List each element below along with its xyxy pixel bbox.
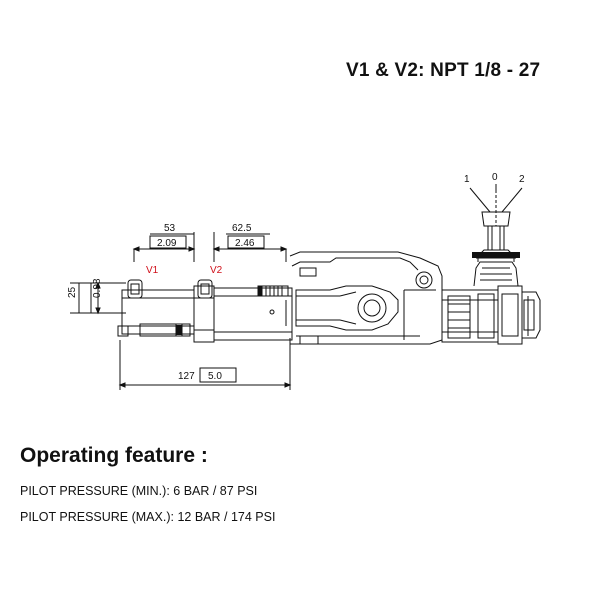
dim-2-46-label: 2.46 [235, 238, 255, 249]
pilot-pressure-max: PILOT PRESSURE (MAX.): 12 BAR / 174 PSI [20, 510, 276, 524]
dim-0-98-label: 0.98 [92, 278, 103, 298]
port-v2-label: V2 [210, 265, 223, 276]
end-cap-section [117, 279, 215, 343]
position-0-label: 0 [492, 172, 498, 183]
dim-25-label: 25 [67, 286, 78, 298]
dimension-25 [70, 281, 126, 315]
dimension-53 [132, 232, 196, 262]
operating-feature-heading: Operating feature : [20, 444, 208, 467]
port-v1-label: V1 [146, 265, 159, 276]
boot-band [472, 252, 520, 258]
dim-2-09-label: 2.09 [157, 238, 177, 249]
dim-127-label: 127 [178, 371, 195, 382]
main-valve-body [213, 285, 293, 341]
page-title: V1 & V2: NPT 1/8 - 27 [346, 60, 541, 81]
dim-62-5-label: 62.5 [232, 223, 252, 234]
joystick-head [441, 184, 541, 345]
pilot-pressure-min: PILOT PRESSURE (MIN.): 6 BAR / 87 PSI [20, 484, 258, 498]
position-1-label: 1 [464, 174, 470, 185]
dim-5-0-label: 5.0 [208, 371, 222, 382]
dim-53-label: 53 [164, 223, 176, 234]
position-2-label: 2 [519, 174, 525, 185]
lever-housing [289, 251, 443, 345]
dimension-127 [118, 338, 292, 390]
dimension-62-5 [212, 232, 288, 262]
